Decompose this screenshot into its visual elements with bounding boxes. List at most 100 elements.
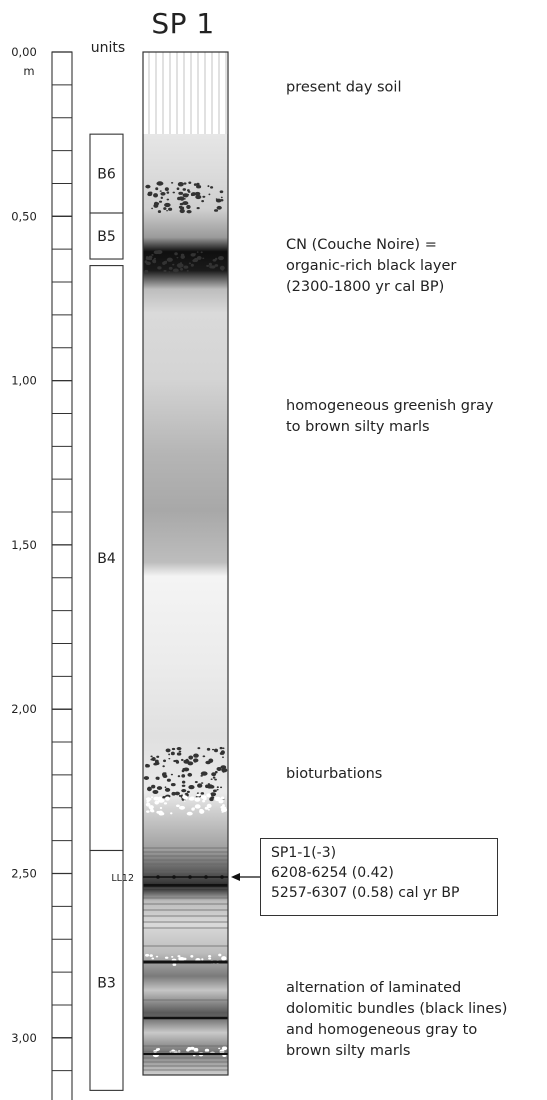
description-line: and homogeneous gray to xyxy=(286,1022,477,1038)
nodule xyxy=(151,784,156,789)
nodule xyxy=(156,786,163,790)
depth-label: 0,50 xyxy=(11,209,37,223)
unit-box xyxy=(89,212,124,260)
sample-age-1: 6208-6254 (0.42) xyxy=(271,865,394,881)
nodule xyxy=(219,265,225,271)
sample-id: SP1-1(-3) xyxy=(271,845,337,861)
laminated-bundles xyxy=(143,847,228,1071)
nodule xyxy=(168,753,171,756)
lithology-column xyxy=(142,51,229,1076)
marker-dot xyxy=(188,875,192,879)
nodule xyxy=(190,796,194,800)
nodule xyxy=(200,771,208,776)
nodule xyxy=(172,963,177,966)
nodule xyxy=(216,788,219,791)
nodule xyxy=(193,183,197,186)
nodule xyxy=(178,191,184,195)
nodule xyxy=(181,780,186,784)
nodule xyxy=(222,756,224,759)
nodule xyxy=(212,789,217,793)
nodule xyxy=(222,747,225,750)
nodule xyxy=(183,957,187,961)
nodule xyxy=(170,182,174,184)
nodule xyxy=(188,181,192,184)
nodule xyxy=(149,808,154,813)
description-line: homogeneous greenish gray xyxy=(286,398,494,414)
units-header: units xyxy=(91,40,125,56)
nodule xyxy=(186,209,192,214)
nodule xyxy=(177,264,182,268)
nodule xyxy=(165,748,171,753)
nodule xyxy=(194,781,198,784)
nodule xyxy=(146,810,150,813)
nodule xyxy=(182,767,187,771)
nodule xyxy=(168,266,173,270)
nodule xyxy=(145,953,150,957)
nodule xyxy=(158,200,163,203)
nodule xyxy=(186,270,189,272)
nodule xyxy=(177,182,184,187)
nodule xyxy=(166,198,170,201)
depth-label: 3,00 xyxy=(11,1031,37,1045)
nodule xyxy=(214,770,218,774)
nodule xyxy=(188,262,192,265)
nodule xyxy=(148,255,153,259)
description-line: dolomitic bundles (black lines) xyxy=(286,1001,507,1017)
nodule xyxy=(219,746,223,750)
nodule xyxy=(163,802,168,805)
description-line: CN (Couche Noire) = xyxy=(286,237,437,253)
nodule xyxy=(221,956,227,961)
nodule xyxy=(216,205,222,210)
nodule xyxy=(183,265,189,269)
nodule xyxy=(210,778,213,780)
nodule xyxy=(202,796,207,801)
nodule xyxy=(148,805,154,810)
nodule xyxy=(221,811,224,813)
nodule xyxy=(219,190,224,194)
nodule xyxy=(206,264,210,267)
marker-dot xyxy=(204,875,208,879)
nodule xyxy=(164,786,167,789)
nodule xyxy=(145,184,151,189)
nodule xyxy=(202,257,205,260)
nodule xyxy=(161,772,167,777)
nodule xyxy=(182,794,186,797)
nodule xyxy=(163,759,167,763)
sample-box: SP1-1(-3) 6208-6254 (0.42) 5257-6307 (0.… xyxy=(260,838,498,916)
nodule xyxy=(211,748,215,751)
nodule xyxy=(171,956,174,958)
nodule xyxy=(200,251,203,254)
nodule xyxy=(177,775,181,778)
nodule xyxy=(175,804,180,808)
nodule xyxy=(164,787,171,792)
nodule xyxy=(193,753,199,758)
depth-label: 2,00 xyxy=(11,702,37,716)
unit-box xyxy=(89,133,124,214)
nodule xyxy=(166,209,168,212)
nodule xyxy=(186,790,190,793)
nodule xyxy=(149,954,153,957)
nodule xyxy=(154,800,160,805)
nodule xyxy=(153,202,160,206)
nodule xyxy=(180,255,185,259)
nodule xyxy=(178,750,182,753)
nodule xyxy=(208,262,212,266)
nodule xyxy=(144,269,149,274)
nodule xyxy=(157,266,162,270)
description-line: organic-rich black layer xyxy=(286,258,456,274)
nodule xyxy=(214,264,219,267)
depth-ruler xyxy=(51,51,73,1100)
nodule xyxy=(187,772,193,777)
nodule xyxy=(210,796,215,799)
nodule xyxy=(177,955,181,958)
marker-dot xyxy=(172,875,176,879)
nodule xyxy=(179,208,185,214)
nodule xyxy=(200,792,205,795)
depth-label: 2,50 xyxy=(11,867,37,881)
nodule xyxy=(210,186,214,189)
unit-label: B4 xyxy=(97,551,116,567)
nodule xyxy=(192,807,195,810)
nodule xyxy=(176,752,182,756)
